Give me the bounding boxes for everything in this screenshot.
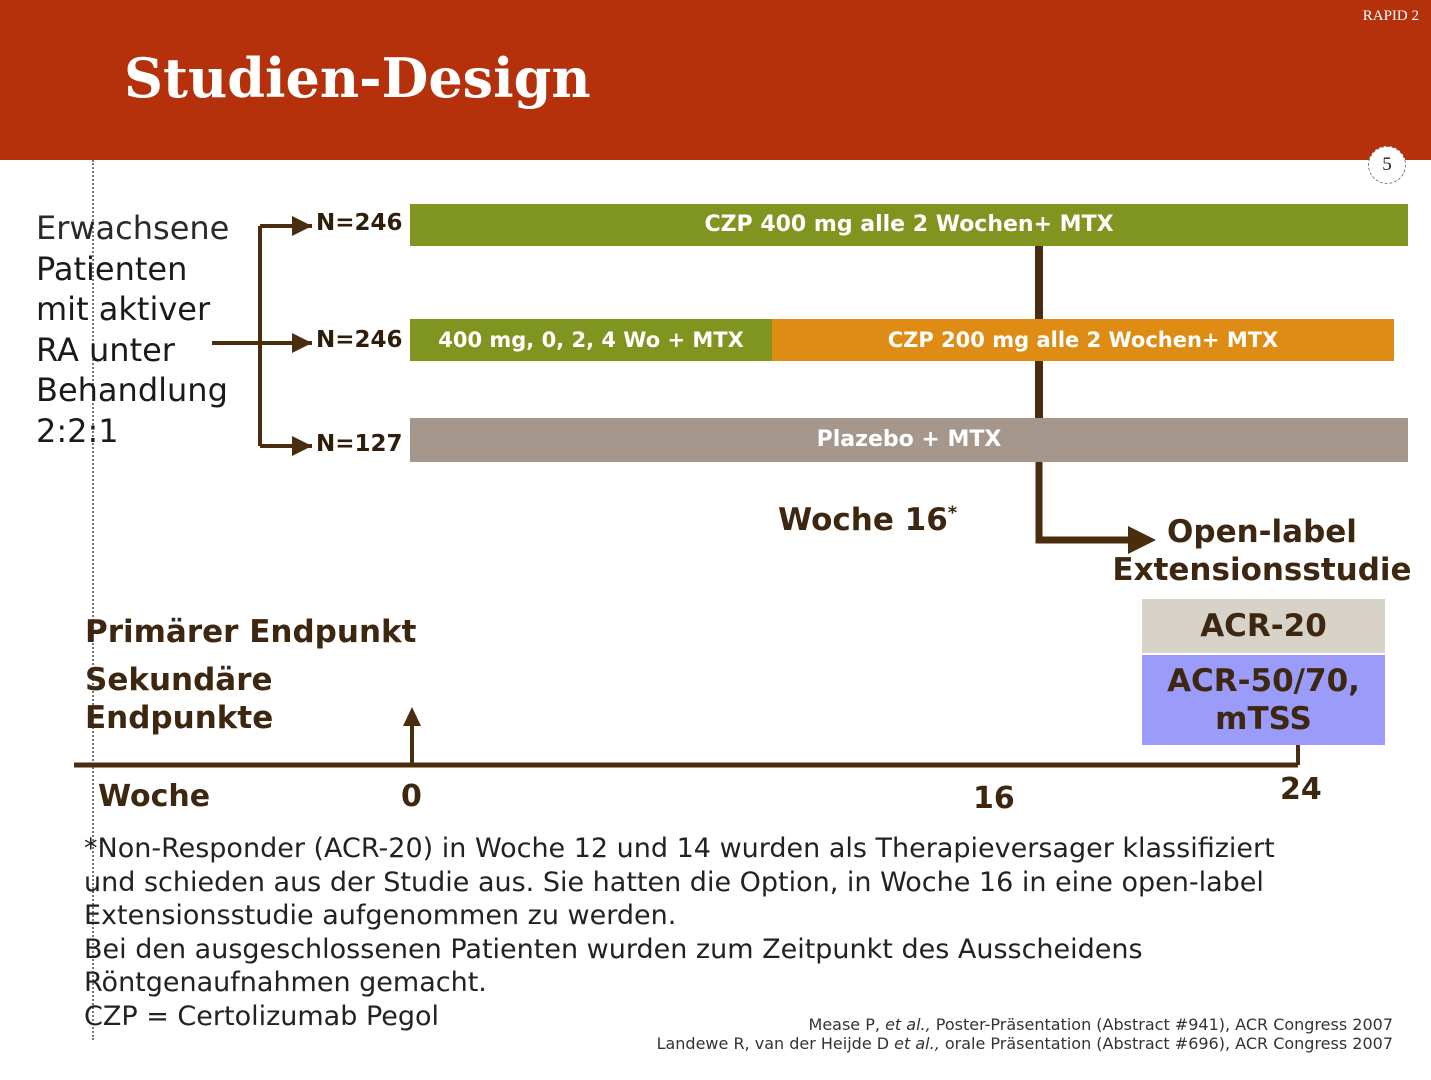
footnote-line-2: und schieden aus der Studie aus. Sie hat… <box>84 866 1264 898</box>
dotted-guide-line <box>92 160 94 1040</box>
reference-1: Mease P, et al., Poster-Präsentation (Ab… <box>809 1015 1393 1034</box>
reference-2-authors: Landewe R, van der Heijde D <box>656 1034 895 1053</box>
footnote-block: *Non-Responder (ACR-20) in Woche 12 und … <box>84 832 1275 1033</box>
week16-line-segment-2 <box>1035 361 1043 418</box>
secondary-line-2: Endpunkte <box>85 700 274 736</box>
open-label-line-2: Extensionsstudie <box>1112 552 1412 588</box>
population-description: Erwachsene Patienten mit aktiver RA unte… <box>36 208 229 451</box>
open-label-extension: Open-label Extensionsstudie <box>1104 513 1420 589</box>
footnote-line-3: Extensionsstudie aufgenommen zu werden. <box>84 900 677 931</box>
arm-2-n-label: N=246 <box>316 327 403 353</box>
week0-arrowhead <box>403 707 421 726</box>
secondary-line-1: Sekundäre <box>85 662 273 698</box>
arm-2-loading-dose-bar: 400 mg, 0, 2, 4 Wo + MTX <box>410 319 772 361</box>
week16-label: Woche 16* <box>778 502 957 538</box>
study-tag: RAPID 2 <box>1362 8 1419 24</box>
secondary-box-line-2: mTSS <box>1215 701 1312 737</box>
tick-label-0: 0 <box>401 779 422 814</box>
arm-3-n-label: N=127 <box>316 431 403 457</box>
reference-2-source: orale Präsentation (Abstract #696), ACR … <box>939 1034 1393 1053</box>
footnote-line-5: Röntgenaufnahmen gemacht. <box>84 967 487 998</box>
population-line-2: Patienten <box>36 249 188 288</box>
reference-1-etal: et al., <box>885 1015 931 1034</box>
secondary-box-line-1: ACR-50/70, <box>1167 663 1360 699</box>
population-line-6: 2:2:1 <box>36 411 119 450</box>
primary-endpoint-label: Primärer Endpunkt <box>85 614 417 650</box>
arm-2-maintenance-bar: CZP 200 mg alle 2 Wochen+ MTX <box>772 319 1394 361</box>
secondary-endpoints-label: Sekundäre Endpunkte <box>85 661 273 737</box>
open-label-line-1: Open-label <box>1167 514 1357 550</box>
reference-1-authors: Mease P, <box>808 1015 886 1034</box>
week16-asterisk: * <box>947 502 958 524</box>
week16-text: Woche 16 <box>778 502 948 538</box>
reference-2-etal: et al., <box>894 1034 940 1053</box>
arm-3-placebo-bar: Plazebo + MTX <box>410 418 1408 462</box>
page-number-badge: 5 <box>1368 146 1406 184</box>
footnote-line-6: CZP = Certolizumab Pegol <box>84 1000 440 1032</box>
reference-1-source: Poster-Präsentation (Abstract #941), ACR… <box>930 1015 1393 1034</box>
timeline-axis-label: Woche <box>98 779 211 814</box>
week16-drop-line <box>1035 246 1140 544</box>
population-line-4: RA unter <box>36 330 175 369</box>
week16-line-segment-1 <box>1035 246 1043 319</box>
population-line-3: mit aktiver <box>36 290 211 328</box>
arm-1-bar: CZP 400 mg alle 2 Wochen+ MTX <box>410 204 1408 246</box>
arm-1-n-label: N=246 <box>316 210 403 236</box>
population-line-1: Erwachsene <box>36 209 230 247</box>
primary-endpoint-box: ACR-20 <box>1142 599 1385 653</box>
open-label-arrowhead <box>1128 526 1156 554</box>
tick-label-24: 24 <box>1280 772 1322 807</box>
population-line-5: Behandlung <box>36 371 228 409</box>
footnote-line-4: Bei den ausgeschlossenen Patienten wurde… <box>84 933 1143 965</box>
reference-2: Landewe R, van der Heijde D et al., oral… <box>657 1034 1393 1053</box>
tick-label-16: 16 <box>973 781 1015 816</box>
secondary-endpoint-box: ACR-50/70, mTSS <box>1142 655 1385 745</box>
title-banner <box>0 0 1431 160</box>
slide-title: Studien-Design <box>124 46 591 110</box>
footnote-line-1: *Non-Responder (ACR-20) in Woche 12 und … <box>84 833 1275 864</box>
